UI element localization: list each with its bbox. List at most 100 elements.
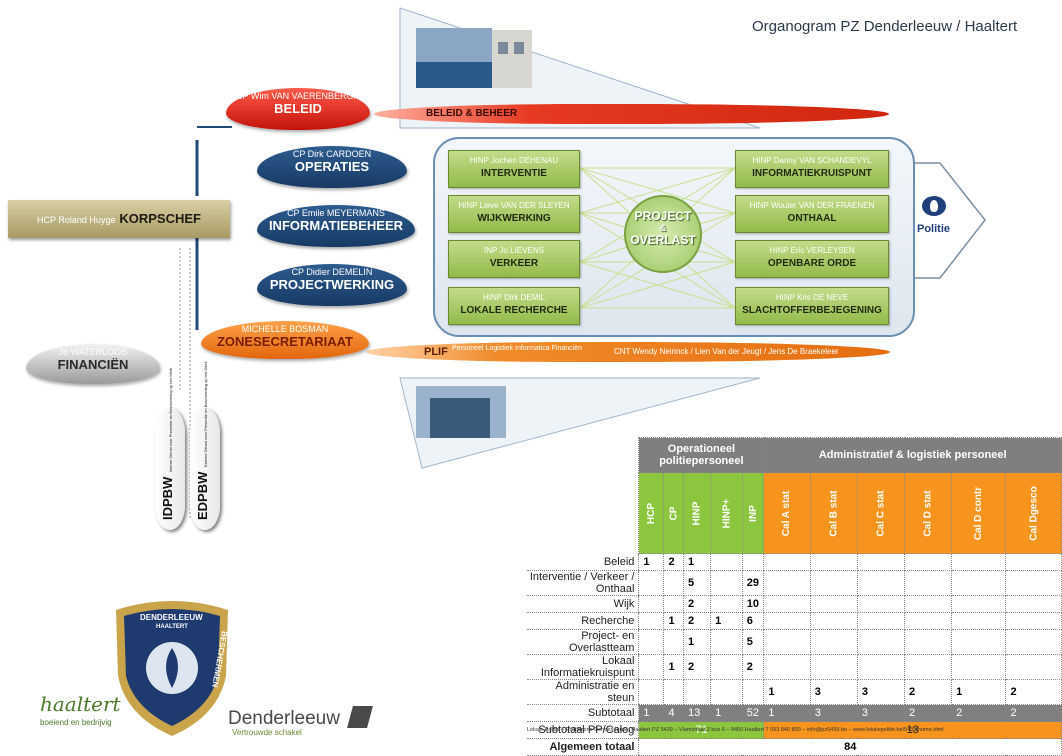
- korpschef-role: KORPSCHEF: [119, 211, 201, 226]
- cell-value: 2: [683, 595, 712, 613]
- cell-value: [1005, 553, 1062, 571]
- cell-value: [710, 629, 743, 655]
- cell-value: 1: [638, 553, 665, 571]
- cell-value: 3: [856, 679, 906, 705]
- cell-value: 2: [904, 704, 953, 722]
- col-header-ops: HINP: [683, 472, 712, 554]
- cell-value: 2: [741, 654, 765, 680]
- cell-value: [638, 654, 665, 680]
- beleid-beheer-label: BELEID & BEHEER: [426, 108, 518, 119]
- cell-value: 1: [663, 612, 685, 630]
- row-label: Beleid: [527, 553, 639, 571]
- row-label: Interventie / Verkeer / Onthaal: [527, 570, 639, 596]
- subtotal-ops-value: 71: [638, 721, 765, 739]
- plif-description: Personeel Logistiek Informatica Financië…: [452, 345, 582, 352]
- cell-value: [1005, 629, 1062, 655]
- crest-logo: [116, 601, 228, 736]
- cell-value: [951, 553, 1007, 571]
- cell-value: [710, 595, 743, 613]
- cell-value: [763, 612, 811, 630]
- row-label: Subtotaal PP/Calog: [527, 721, 639, 739]
- cell-value: [951, 612, 1007, 630]
- row-label: Algemeen totaal: [527, 738, 639, 756]
- cell-value: 1: [638, 704, 665, 722]
- haaltert-subtitle: boeiend en bedrijvig: [40, 718, 112, 727]
- cell-value: [951, 570, 1007, 596]
- cell-value: 1: [663, 654, 685, 680]
- crest-top-text: DENDERLEEUW: [140, 613, 203, 622]
- row-label: Project- en Overlastteam: [527, 629, 639, 655]
- cell-value: [1005, 595, 1062, 613]
- cell-value: 1: [683, 629, 712, 655]
- plif-label: PLIF: [424, 346, 448, 358]
- cell-value: [710, 654, 743, 680]
- cell-value: 52: [741, 704, 765, 722]
- col-header-ops: HINP+: [710, 472, 743, 554]
- cell-value: [809, 553, 858, 571]
- col-header-adm: Cal B stat: [809, 472, 858, 554]
- cell-value: [638, 612, 665, 630]
- cell-value: [663, 629, 685, 655]
- cell-value: 2: [951, 704, 1007, 722]
- cell-value: [904, 595, 953, 613]
- row-label: Subtotaal: [527, 704, 639, 722]
- cell-value: 10: [741, 595, 765, 613]
- cell-value: [638, 595, 665, 613]
- group-header-administratief: Administratief & logistiek personeel: [763, 437, 1062, 473]
- plif-bar: [366, 342, 890, 362]
- row-label: Recherche: [527, 612, 639, 630]
- row-label: Wijk: [527, 595, 639, 613]
- cell-value: [710, 679, 743, 705]
- col-header-ops: INP: [741, 472, 765, 554]
- beleid-beheer-bar: [374, 104, 889, 124]
- building-photo-2: [492, 30, 532, 88]
- footer-address: Lokale Politie – Politiezone Denderleeuw…: [527, 727, 944, 733]
- cell-value: [1005, 654, 1062, 680]
- cell-value: [638, 570, 665, 596]
- cell-value: [638, 679, 665, 705]
- cell-value: [856, 553, 906, 571]
- cell-value: [1005, 612, 1062, 630]
- project-overlast-circle: PROJECT & OVERLAST: [624, 195, 702, 273]
- haaltert-logo: haaltert: [40, 692, 121, 716]
- denderleeuw-subtitle: Vertrouwde schakel: [232, 728, 302, 737]
- cell-value: 1: [683, 553, 712, 571]
- plif-cnt: CNT Wendy Neirinck / Lien Van der Jeugt …: [614, 347, 839, 356]
- cell-value: 13: [683, 704, 712, 722]
- politie-logo-icon: [922, 196, 946, 216]
- cell-value: 5: [683, 570, 712, 596]
- cell-value: [951, 595, 1007, 613]
- cell-value: [856, 595, 906, 613]
- group-header-operationeel: Operationeel politiepersoneel: [638, 437, 765, 473]
- cell-value: 2: [683, 612, 712, 630]
- cell-value: 2: [683, 654, 712, 680]
- cell-value: [710, 570, 743, 596]
- cell-value: [638, 629, 665, 655]
- cell-value: [663, 570, 685, 596]
- col-header-adm: Cal D contr: [951, 472, 1007, 554]
- table-row: Wijk 2 10: [527, 595, 1062, 613]
- cell-value: [763, 654, 811, 680]
- idpbw-badge: IDPBW Interne Dienst voor Preventie en B…: [155, 368, 185, 530]
- cell-value: [763, 570, 811, 596]
- cell-value: 1: [951, 679, 1007, 705]
- cell-value: [683, 679, 712, 705]
- cell-value: 4: [663, 704, 685, 722]
- cell-value: [763, 553, 811, 571]
- cell-value: [856, 570, 906, 596]
